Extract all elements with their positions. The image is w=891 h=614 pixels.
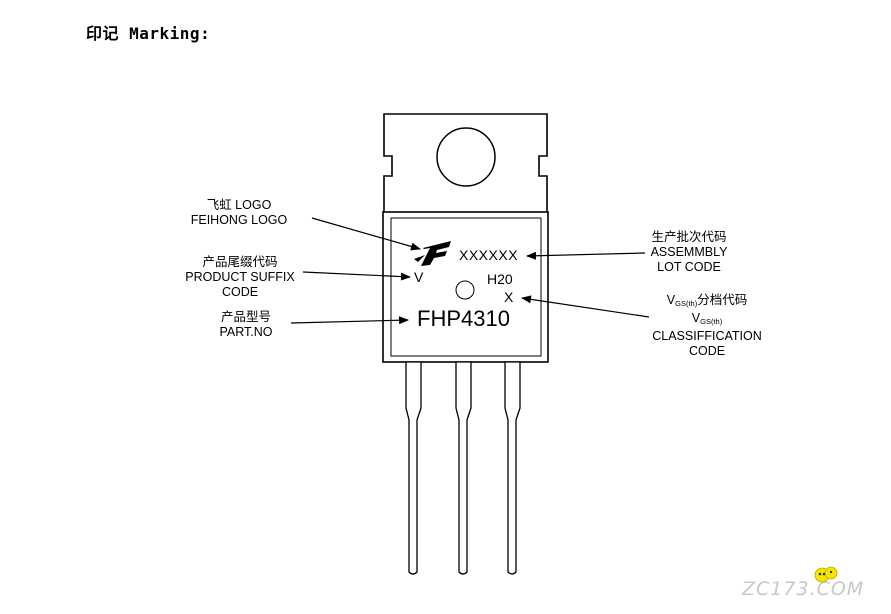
label-logo-en: FEIHONG LOGO: [190, 213, 288, 227]
label-vgs-en2: CODE: [688, 344, 726, 358]
arrow-suffix: [302, 271, 411, 281]
label-suffix-en1: PRODUCT SUFFIX: [185, 270, 295, 284]
label-vgs-en1: CLASSIFFICATION: [652, 329, 762, 343]
suffix-marking: V: [414, 269, 424, 285]
label-suffix-cn: 产品尾缀代码: [202, 255, 278, 269]
label-logo-cn: 飞虹 LOGO: [206, 198, 272, 212]
arrow-vgs: [521, 295, 650, 318]
label-suffix: 产品尾缀代码 PRODUCT SUFFIX CODE: [176, 255, 304, 300]
arrow-part: [290, 316, 409, 325]
arrow-lot: [526, 251, 646, 260]
label-vgs-line2: VGS(th): [644, 311, 770, 329]
class-marking: X: [504, 289, 514, 305]
label-vgs: VGS(th)分档代码 VGS(th) CLASSIFFICATION CODE: [644, 293, 770, 359]
label-vgs-cn: 分档代码: [697, 293, 748, 307]
arrow-logo: [311, 217, 421, 251]
package-body-inner: [390, 217, 542, 357]
label-part: 产品型号 PART.NO: [206, 310, 286, 340]
label-vgs-sub: GS(th): [675, 299, 698, 308]
label-lot: 生产批次代码 ASSEMMBLY LOT CODE: [636, 230, 742, 275]
label-vgs-sub2: GS(th): [700, 317, 723, 326]
mounting-hole: [436, 127, 496, 187]
code-marking: H20: [487, 271, 513, 287]
label-logo: 飞虹 LOGO FEIHONG LOGO: [184, 198, 294, 228]
ejector-pin-mark: [455, 280, 475, 300]
label-lot-cn: 生产批次代码: [651, 230, 727, 244]
label-part-en: PART.NO: [219, 325, 273, 339]
label-lot-en1: ASSEMMBLY: [650, 245, 728, 259]
label-suffix-en2: CODE: [221, 285, 259, 299]
label-vgs-v: V: [666, 293, 676, 307]
feihong-logo-icon: [414, 241, 451, 266]
watermark-text: ZC173.COM: [742, 578, 865, 600]
watermark-face-icon: [814, 566, 838, 583]
label-lot-en2: LOT CODE: [657, 260, 721, 274]
package-leads: [405, 361, 521, 575]
lot-code-marking: XXXXXX: [459, 247, 519, 263]
label-vgs-v2: V: [691, 311, 701, 325]
label-vgs-line1: VGS(th)分档代码: [644, 293, 770, 311]
section-heading: 印记 Marking:: [86, 24, 211, 43]
label-part-cn: 产品型号: [220, 310, 271, 324]
part-number-marking: FHP4310: [417, 306, 510, 331]
